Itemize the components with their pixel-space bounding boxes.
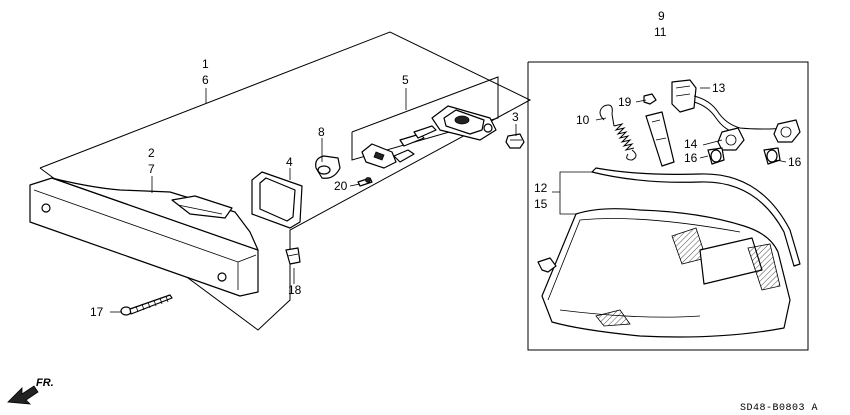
harness-13 bbox=[671, 79, 801, 151]
front-arrow-icon bbox=[7, 385, 39, 405]
callout-9: 9 bbox=[658, 9, 665, 23]
left-assembly-outline bbox=[39, 31, 532, 331]
callout-labels: 1 6 2 7 5 3 4 8 20 17 18 9 11 10 19 13 1… bbox=[90, 9, 802, 319]
callout-5: 5 bbox=[402, 73, 409, 87]
nut-19 bbox=[643, 93, 657, 105]
callout-8: 8 bbox=[318, 125, 325, 139]
bulb-8 bbox=[315, 155, 341, 179]
bulb-16b bbox=[763, 147, 781, 165]
callout-10: 10 bbox=[576, 113, 590, 127]
clip-18 bbox=[285, 247, 301, 265]
callout-17: 17 bbox=[90, 305, 104, 319]
drawing-code: SD48-B0803 A bbox=[740, 403, 818, 414]
callout-16-right: 16 bbox=[788, 155, 802, 169]
bulb-socket-3 bbox=[505, 133, 525, 149]
callout-11: 11 bbox=[654, 25, 667, 39]
callout-2: 2 bbox=[148, 146, 155, 160]
leader-lines bbox=[110, 87, 787, 313]
spring-10 bbox=[599, 104, 637, 161]
screw-17 bbox=[120, 294, 173, 316]
corner-lens bbox=[541, 208, 791, 338]
callout-14: 14 bbox=[684, 137, 698, 151]
callout-7: 7 bbox=[148, 162, 155, 176]
callout-16-left: 16 bbox=[684, 151, 698, 165]
callout-4: 4 bbox=[286, 155, 293, 169]
callout-20: 20 bbox=[334, 179, 348, 193]
bulb-16a bbox=[707, 147, 725, 165]
callout-18: 18 bbox=[288, 283, 302, 297]
callout-19: 19 bbox=[618, 95, 632, 109]
gasket-4 bbox=[251, 171, 303, 229]
side-lamp-housing bbox=[29, 177, 259, 297]
right-assembly-outline bbox=[527, 61, 809, 351]
callout-12: 12 bbox=[534, 181, 548, 195]
gasket-strip bbox=[591, 167, 801, 267]
socket-assembly-5 bbox=[361, 105, 497, 169]
callout-3: 3 bbox=[512, 110, 519, 124]
callout-1: 1 bbox=[202, 57, 209, 71]
lens-clip bbox=[537, 257, 557, 273]
callout-13: 13 bbox=[712, 81, 726, 95]
callout-15: 15 bbox=[534, 197, 548, 211]
bracket bbox=[645, 111, 675, 167]
callout-6: 6 bbox=[202, 73, 209, 87]
screw-20 bbox=[357, 177, 373, 187]
direction-label: FR. bbox=[36, 377, 54, 389]
front-direction-indicator: FR. bbox=[7, 377, 54, 405]
